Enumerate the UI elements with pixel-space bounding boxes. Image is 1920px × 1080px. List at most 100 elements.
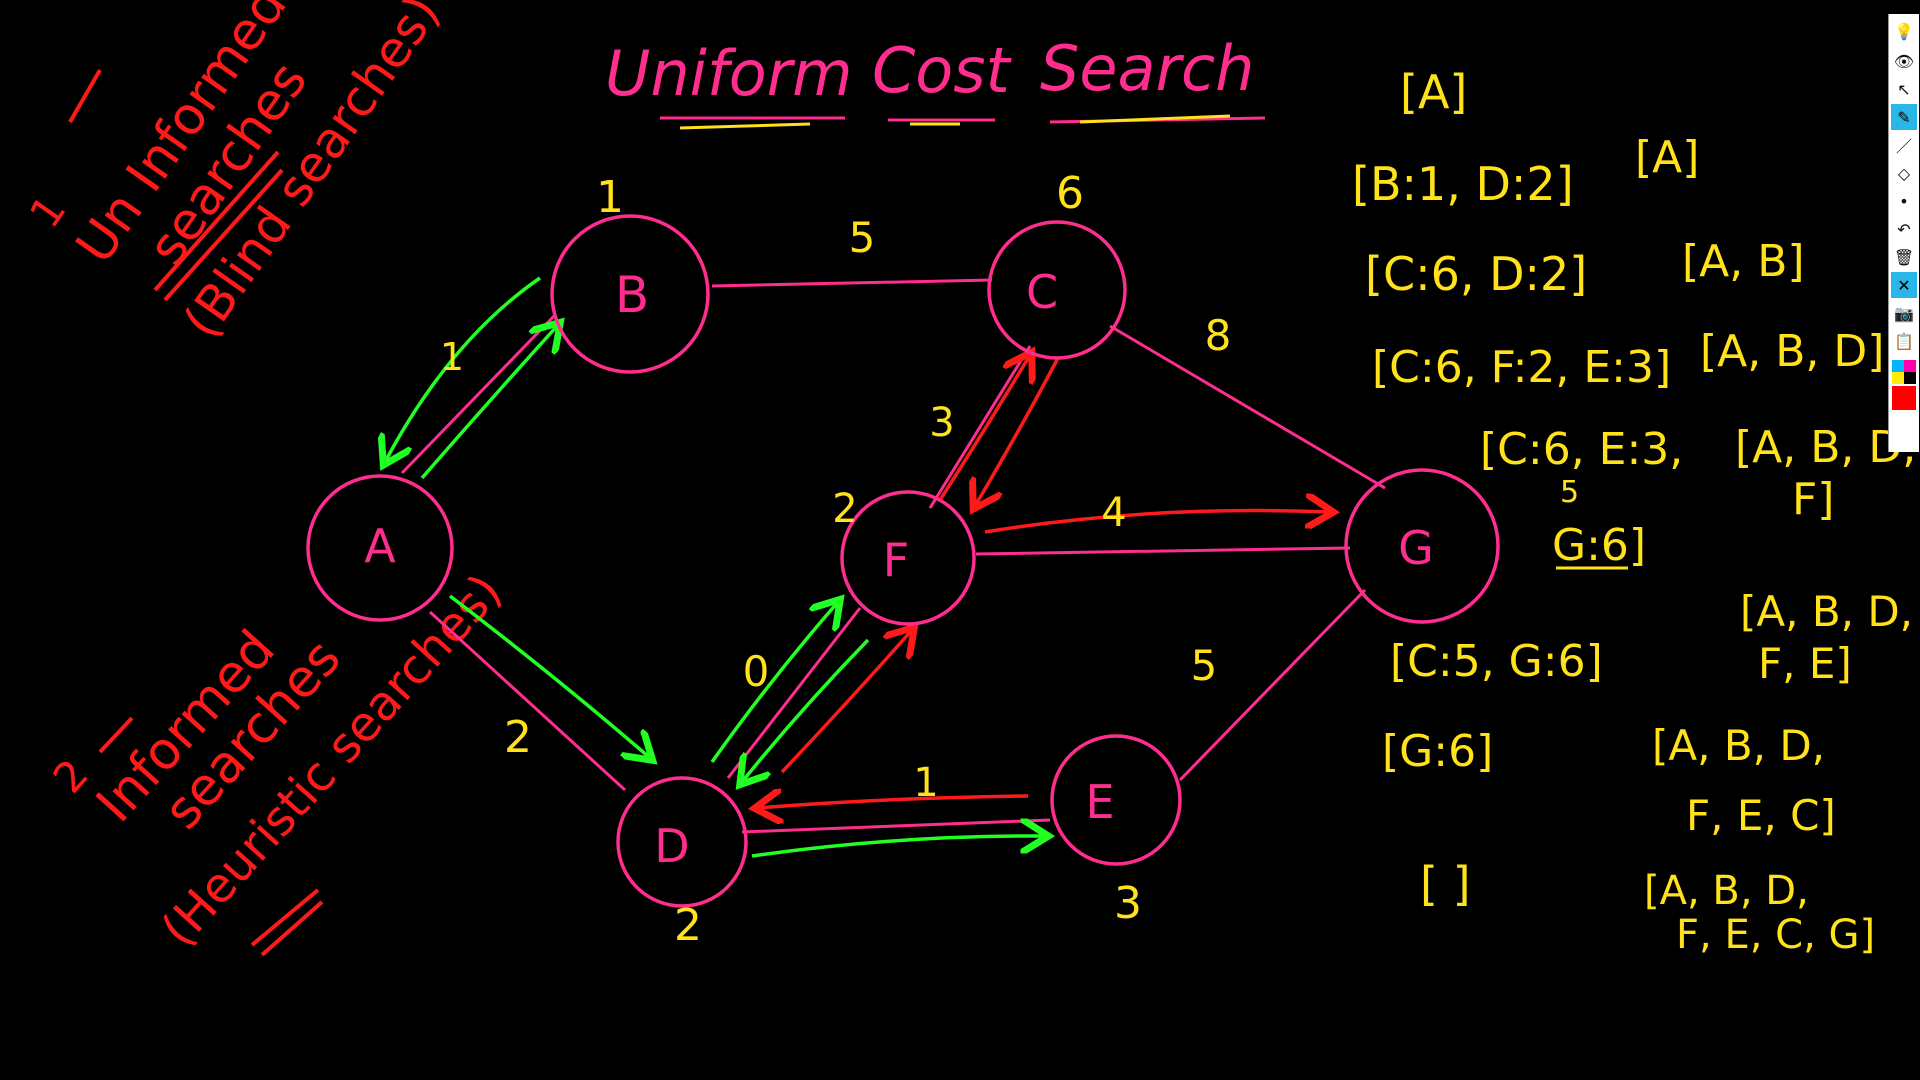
arrow-c-to-f (975, 357, 1060, 506)
title-word-2: Cost (872, 34, 1013, 107)
arrow-d-to-e (751, 836, 1045, 858)
heuristic-e: 3 (1114, 878, 1142, 929)
arrow-f-to-d (742, 638, 870, 782)
pointer-icon[interactable]: ↖ (1897, 79, 1911, 99)
arrow-b-to-a (385, 276, 541, 462)
trash-icon[interactable]: 🗑 (1893, 247, 1915, 267)
visited-step-7a: [A, B, D, (1644, 868, 1809, 914)
node-e: E (1050, 734, 1182, 866)
cost-b-c: 5 (849, 213, 876, 262)
queue-step-7: [G:6] (1382, 726, 1493, 777)
queue-step-5b: G:6] (1552, 520, 1646, 571)
highlighter-icon[interactable]: ✎ (1891, 104, 1917, 130)
queue-step-8: [ ] (1420, 857, 1471, 911)
camera-icon[interactable]: 📷 (1894, 303, 1914, 323)
heuristic-d: 2 (674, 900, 702, 951)
heuristic-f: 2 (832, 486, 857, 532)
node-f-label: F (883, 533, 909, 587)
visited-step-5b: F, E] (1758, 639, 1852, 688)
visited-step-6b: F, E, C] (1686, 791, 1836, 840)
traversal-arrows (385, 276, 1330, 858)
node-a: A (306, 474, 454, 622)
dot-icon[interactable]: • (1899, 191, 1909, 211)
graph-edges (400, 278, 1386, 834)
priority-queue-column: [A] [B:1, D:2] [C:6, D:2] [C:6, F:2, E:3… (1352, 65, 1683, 911)
title-underline-1b (679, 122, 811, 130)
visited-step-1: [A] (1635, 132, 1699, 183)
arrow-e-to-d (758, 796, 1029, 808)
heuristic-values: 1 6 2 3 2 (596, 168, 1142, 951)
visited-step-7b: F, E, C, G] (1676, 912, 1875, 958)
heuristic-b: 1 (596, 172, 624, 223)
arrow-a-to-b (420, 325, 558, 480)
search-trace: [A] [B:1, D:2] [C:6, D:2] [C:6, F:2, E:3… (1352, 65, 1916, 958)
edge-e-g (1178, 588, 1367, 782)
bulb-icon[interactable]: 💡 (1894, 21, 1914, 41)
edge-b-c (711, 278, 993, 288)
node-g: G (1344, 468, 1500, 624)
edge-d-f (726, 607, 862, 779)
color-swatch-cyan[interactable] (1892, 360, 1904, 372)
edge-a-d (428, 610, 627, 792)
color-swatch-black[interactable] (1904, 372, 1916, 384)
undo-icon[interactable]: ↶ (1897, 219, 1911, 239)
cost-d-e: 1 (913, 760, 938, 806)
uninformed-underline-2 (163, 168, 284, 302)
visited-step-3: [A, B, D] (1700, 326, 1884, 377)
arrow-d-to-f (710, 602, 838, 764)
cost-e-g: 5 (1191, 641, 1218, 690)
close-icon[interactable]: ✕ (1891, 272, 1917, 298)
cost-f-g: 4 (1101, 490, 1126, 536)
node-d: D (616, 776, 748, 908)
page-title: Uniform Cost Search (605, 32, 1266, 130)
node-d-label: D (654, 819, 689, 873)
node-b: B (550, 214, 710, 374)
queue-step-6: [C:5, G:6] (1390, 636, 1603, 687)
title-word-3: Search (1040, 32, 1254, 105)
cost-a-d: 2 (504, 712, 532, 763)
queue-step-2: [B:1, D:2] (1352, 157, 1574, 211)
clipboard-icon[interactable]: 📋 (1894, 331, 1914, 351)
uninformed-number-underline (68, 69, 102, 123)
visited-step-5a: [A, B, D, (1740, 587, 1913, 636)
node-b-label: B (615, 266, 649, 324)
annotation-toolbar: 💡 👁 ↖ ✎ ／ ◇ • ↶ 🗑 ✕ 📷 📋 (1888, 14, 1919, 452)
arrow-f-to-g (984, 511, 1330, 534)
heuristic-c: 6 (1056, 168, 1084, 219)
node-e-label: E (1085, 775, 1114, 829)
visited-step-4b: F] (1792, 474, 1834, 525)
color-swatch-yellow[interactable] (1892, 372, 1904, 384)
graph-nodes: A B C D E F G (306, 214, 1500, 908)
edge-costs: 1 2 5 3 8 0 1 4 5 (440, 213, 1231, 806)
pen-icon[interactable]: ／ (1895, 137, 1912, 156)
arrow-f-to-c (938, 355, 1030, 501)
edge-d-e (741, 818, 1051, 834)
cost-c-g: 8 (1205, 311, 1232, 360)
visited-step-2: [A, B] (1682, 236, 1805, 287)
queue-step-5: [C:6, E:3, (1480, 424, 1683, 475)
color-swatch-magenta[interactable] (1904, 360, 1916, 372)
informed-number-underline (98, 716, 134, 754)
informed-underline-2 (260, 900, 324, 957)
eye-icon[interactable]: 👁 (1893, 51, 1915, 71)
node-c: C (987, 220, 1127, 360)
color-swatch-red[interactable] (1892, 386, 1916, 410)
node-g-label: G (1398, 521, 1434, 575)
edge-f-g (975, 546, 1351, 556)
queue-correction: 5 (1560, 475, 1579, 510)
queue-step-3: [C:6, D:2] (1365, 247, 1587, 301)
visited-step-6a: [A, B, D, (1652, 721, 1825, 770)
queue-step-1: [A] (1400, 65, 1467, 119)
eraser-icon[interactable]: ◇ (1897, 163, 1911, 183)
arrow-d-to-f-red (780, 630, 912, 774)
cost-c-f: 3 (929, 400, 954, 446)
node-c-label: C (1026, 265, 1058, 319)
cost-a-b: 1 (440, 335, 464, 379)
visited-column: [A] [A, B] [A, B, D] [A, B, D, F] [A, B,… (1635, 132, 1916, 958)
visited-step-4a: [A, B, D, (1735, 422, 1916, 473)
informed-underline-1 (250, 888, 320, 947)
arrow-a-to-d (448, 594, 650, 758)
node-a-label: A (364, 519, 396, 573)
uninformed-underline-1 (153, 150, 280, 292)
